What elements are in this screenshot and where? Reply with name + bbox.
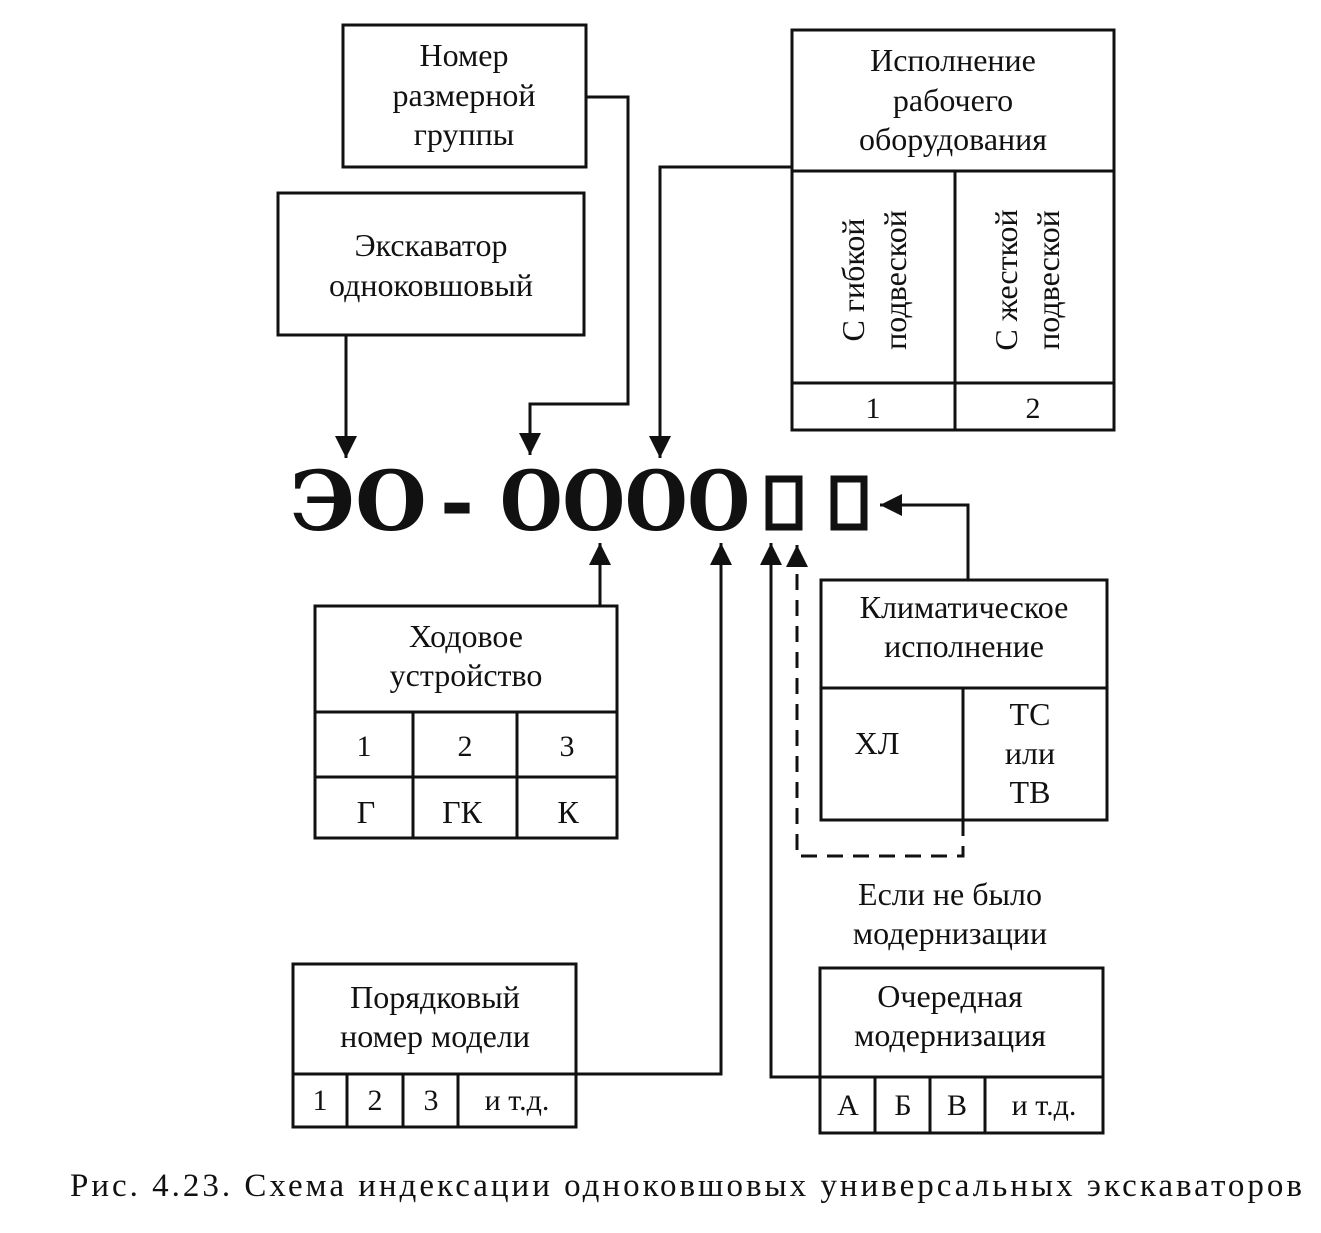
model-number-title-line-2: номер модели xyxy=(340,1018,530,1054)
equipment-option-rigid-code: 2 xyxy=(1026,392,1041,425)
model-number-cell-etc: и т.д. xyxy=(485,1084,550,1117)
index-digits: OOOO xyxy=(500,454,750,550)
no-modernization-note-line-2: модернизации xyxy=(853,915,1047,951)
excavator-block: Экскаватор одноковшовый xyxy=(276,191,586,337)
model-number-title-line-1: Порядковый xyxy=(350,979,520,1015)
modernization-cell-v: В xyxy=(947,1089,967,1122)
running-gear-title-line-1: Ходовое xyxy=(409,618,523,654)
equipment-option-rigid-line-2: подвеской xyxy=(1030,210,1066,350)
modernization-title-line-2: модернизация xyxy=(854,1017,1046,1053)
index-slot-modernization xyxy=(765,475,803,531)
modernization-title-line-1: Очередная xyxy=(877,978,1023,1014)
model-number-block: Порядковый номер модели 1 2 3 и т.д. xyxy=(291,962,578,1129)
climate-arrow xyxy=(880,494,970,580)
climate-option-hl: ХЛ xyxy=(855,725,900,761)
running-gear-block: Ходовое устройство 1 2 3 Г ГК К xyxy=(313,604,619,840)
equipment-title-line-1: Исполнение xyxy=(870,42,1036,78)
climate-option-tc-line-2: или xyxy=(1005,735,1055,771)
running-gear-type-1: Г xyxy=(357,794,376,830)
climate-title-line-2: исполнение xyxy=(884,628,1044,664)
size-group-line-2: размерной xyxy=(392,77,535,113)
equipment-option-rigid-line-1: С жесткой xyxy=(988,209,1024,350)
model-number-arrow xyxy=(576,543,732,1076)
running-gear-code-2: 2 xyxy=(458,730,473,763)
running-gear-type-3: К xyxy=(557,794,579,830)
equipment-option-flexible-line-1: С гибкой xyxy=(835,219,871,342)
modernization-arrow xyxy=(760,543,820,1079)
figure-caption: Рис. 4.23. Схема индексации одноковшовых… xyxy=(70,1168,1302,1204)
no-modernization-note-line-1: Если не было xyxy=(858,876,1042,912)
equipment-option-flexible-line-2: подвеской xyxy=(877,210,913,350)
equipment-arrow xyxy=(649,165,792,458)
size-group-line-1: Номер xyxy=(420,37,509,73)
modernization-block: Очередная модернизация А Б В и т.д. xyxy=(818,966,1105,1135)
modernization-cell-etc: и т.д. xyxy=(1012,1089,1077,1122)
size-group-block: Номер размерной группы xyxy=(341,23,588,169)
model-number-cell-3: 3 xyxy=(424,1084,439,1117)
climate-option-tc-line-3: ТВ xyxy=(1010,774,1051,810)
climate-block: Климатическое исполнение ХЛ ТС или ТВ xyxy=(819,578,1109,822)
index-dash: - xyxy=(440,454,474,550)
size-group-line-3: группы xyxy=(414,116,514,152)
size-group-arrow xyxy=(519,95,630,455)
modernization-cell-b: Б xyxy=(894,1089,911,1122)
no-modernization-dashed-path xyxy=(795,560,965,858)
equipment-option-flexible-code: 1 xyxy=(866,392,881,425)
running-gear-title-line-2: устройство xyxy=(390,657,543,693)
equipment-title-line-3: оборудования xyxy=(859,121,1047,157)
excavator-line-2: одноковшовый xyxy=(329,267,533,303)
model-number-cell-1: 1 xyxy=(313,1084,328,1117)
equipment-title-line-2: рабочего xyxy=(893,82,1013,118)
running-gear-code-1: 1 xyxy=(357,730,372,763)
running-gear-type-2: ГК xyxy=(442,794,483,830)
climate-title-line-1: Климатическое xyxy=(860,589,1069,625)
equipment-block: Исполнение рабочего оборудования С гибко… xyxy=(790,28,1116,432)
index-prefix: ЭО xyxy=(290,454,427,550)
index-slot-climate xyxy=(830,475,868,531)
running-gear-code-3: 3 xyxy=(560,730,575,763)
excavator-line-1: Экскаватор xyxy=(355,227,508,263)
model-number-cell-2: 2 xyxy=(368,1084,383,1117)
modernization-cell-a: А xyxy=(837,1089,859,1122)
no-modernization-note: Если не было модернизации xyxy=(853,876,1047,951)
climate-option-tc-line-1: ТС xyxy=(1010,696,1051,732)
